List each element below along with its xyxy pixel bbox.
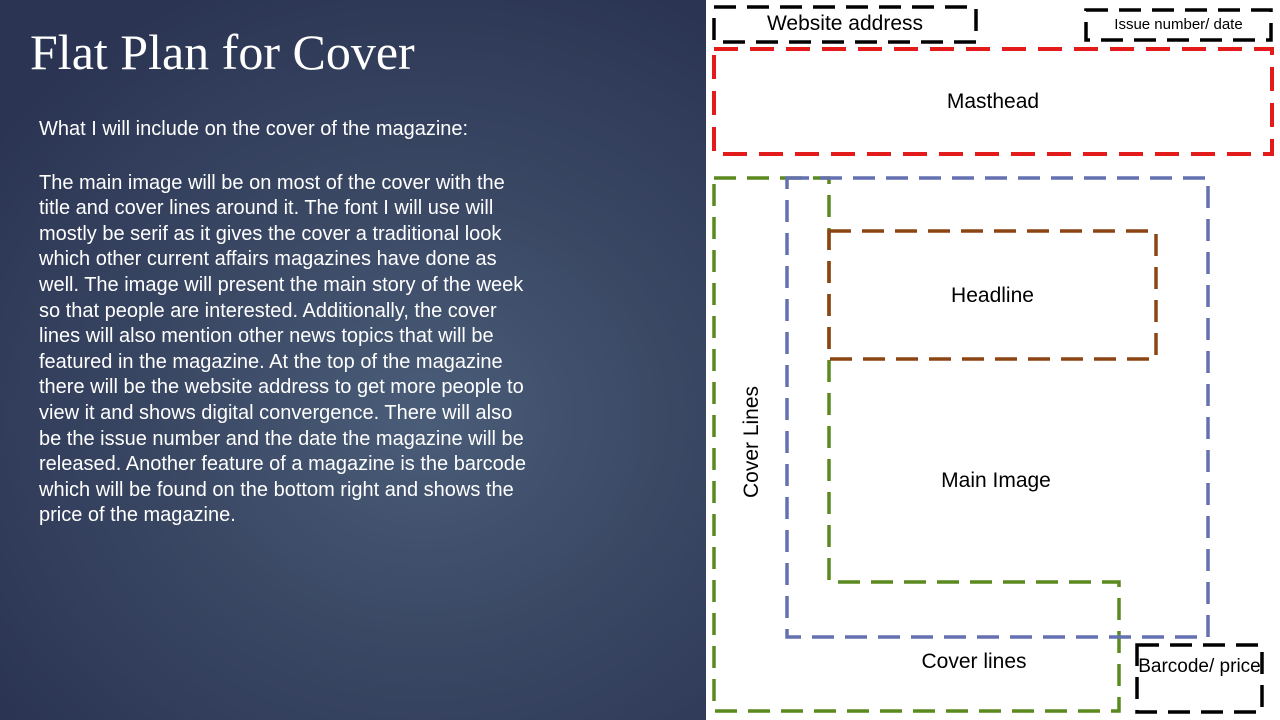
flat-plan-diagram: Website address Issue number/ date Masth… xyxy=(706,0,1280,720)
left-panel: Flat Plan for Cover What I will include … xyxy=(0,0,706,720)
main-image-label: Main Image xyxy=(941,469,1051,492)
masthead-label: Masthead xyxy=(946,90,1040,113)
paragraph-spacer xyxy=(39,143,539,171)
website-address-box xyxy=(712,5,978,44)
barcode-label: Barcode/ price xyxy=(1138,656,1261,677)
description-text: The main image will be on most of the co… xyxy=(39,171,526,527)
cover-lines-bottom-label: Cover lines xyxy=(921,650,1027,673)
body-text: What I will include on the cover of the … xyxy=(39,117,539,529)
headline-label: Headline xyxy=(951,284,1034,307)
barcode-box xyxy=(1135,643,1264,714)
cover-lines-box xyxy=(712,176,1121,713)
diagram-boxes xyxy=(712,5,1274,714)
headline-box xyxy=(827,229,1158,361)
masthead-box xyxy=(712,47,1274,156)
issue-date-label: Issue number/ date xyxy=(1114,16,1243,33)
website-address-label: Website address xyxy=(766,12,924,35)
intro-text: What I will include on the cover of the … xyxy=(39,118,469,140)
cover-lines-side-label: Cover Lines xyxy=(740,385,763,499)
main-image-box xyxy=(785,176,1210,639)
issue-date-box xyxy=(1084,8,1273,42)
slide-title: Flat Plan for Cover xyxy=(30,24,415,80)
